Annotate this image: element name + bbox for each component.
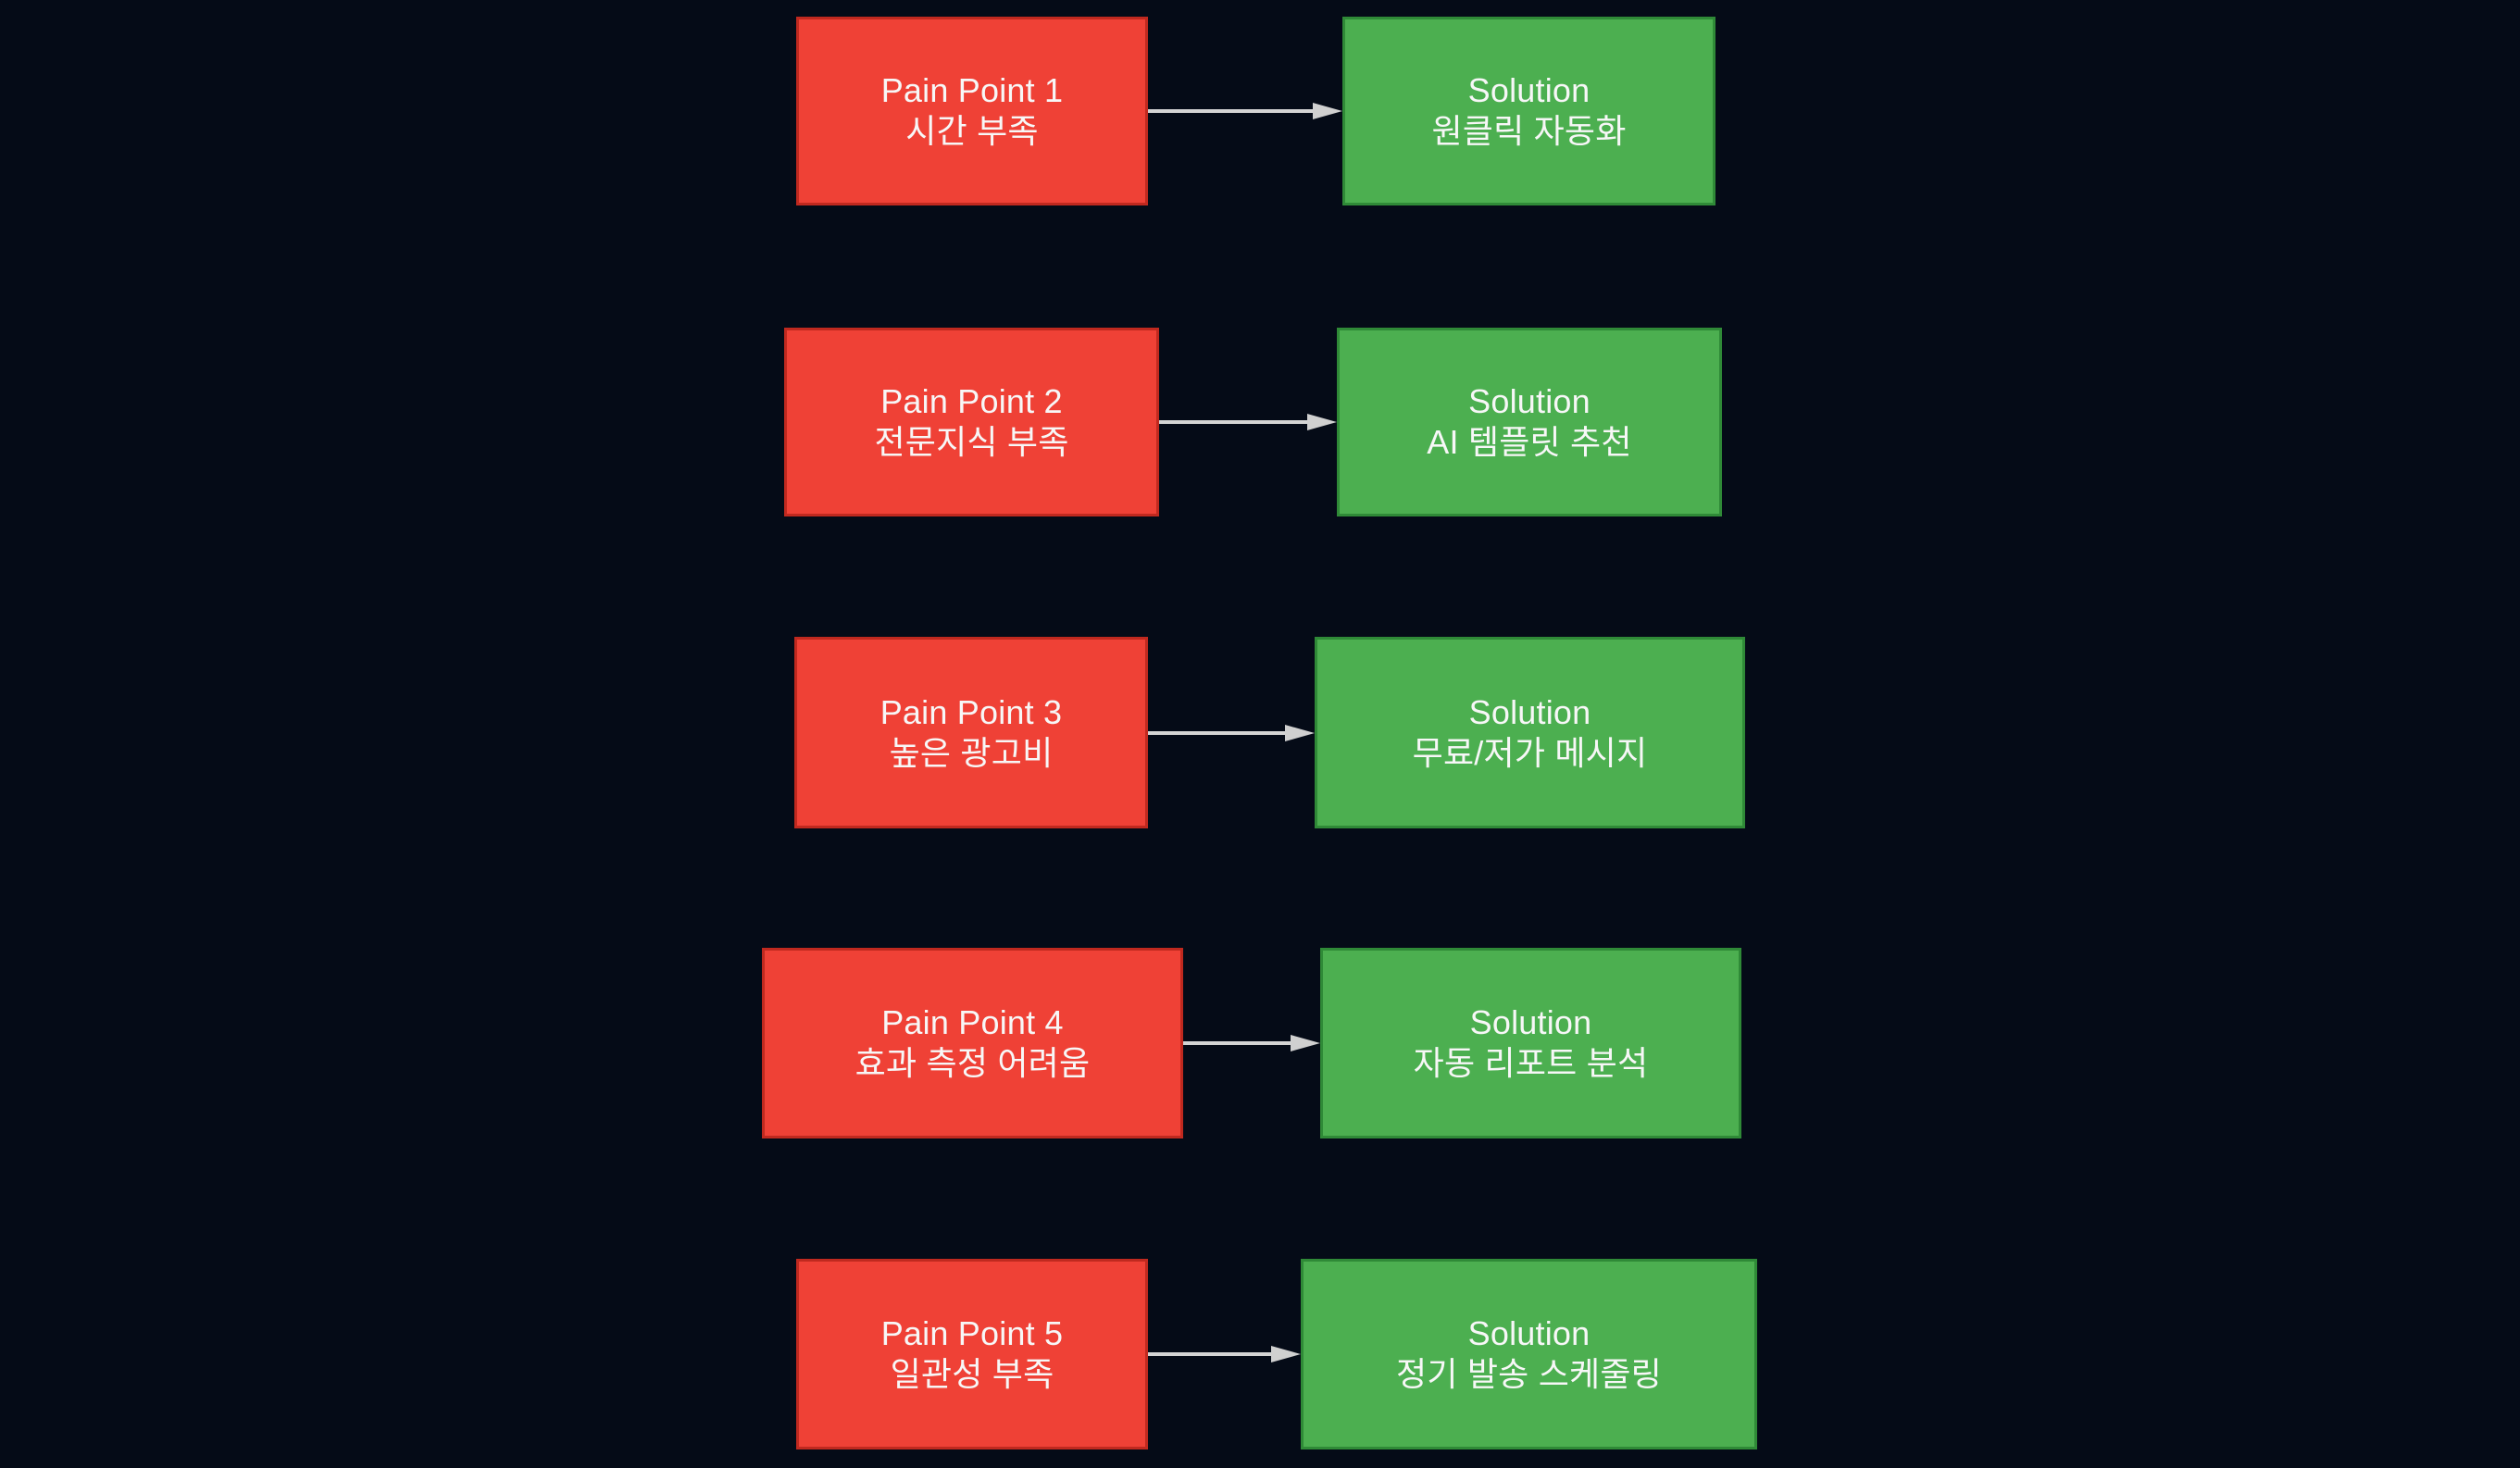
pain-point-detail-4: 효과 측정 어려움 — [855, 1044, 1091, 1082]
solution-node-1[interactable]: Solution 원클릭 자동화 — [1342, 17, 1715, 205]
pain-point-title-1: Pain Point 1 — [880, 71, 1064, 110]
solution-node-3[interactable]: Solution 무료/저가 메시지 — [1315, 637, 1745, 828]
pain-point-detail-3: 높은 광고비 — [889, 733, 1054, 772]
pain-point-title-5: Pain Point 5 — [880, 1314, 1064, 1353]
solution-detail-5: 정기 발송 스케줄링 — [1396, 1355, 1662, 1393]
connector-arrow-5 — [1148, 1344, 1301, 1364]
diagram-row: Pain Point 2 전문지식 부족 Solution AI 템플릿 추천 — [0, 0, 2520, 516]
diagram-row: Pain Point 3 높은 광고비 Solution 무료/저가 메시지 — [0, 0, 2520, 828]
pain-point-node-5[interactable]: Pain Point 5 일관성 부족 — [796, 1259, 1148, 1449]
pain-point-title-2: Pain Point 2 — [880, 382, 1063, 421]
pain-point-node-1[interactable]: Pain Point 1 시간 부족 — [796, 17, 1148, 205]
pain-point-node-3[interactable]: Pain Point 3 높은 광고비 — [794, 637, 1148, 828]
solution-title-5: Solution — [1467, 1314, 1591, 1353]
solution-detail-3: 무료/저가 메시지 — [1412, 733, 1648, 772]
connector-arrow-2 — [1159, 412, 1337, 432]
diagram-row: Pain Point 4 효과 측정 어려움 Solution 자동 리포트 분… — [0, 0, 2520, 1138]
solution-node-2[interactable]: Solution AI 템플릿 추천 — [1337, 328, 1722, 516]
pain-point-node-4[interactable]: Pain Point 4 효과 측정 어려움 — [762, 948, 1183, 1138]
solution-title-3: Solution — [1468, 692, 1591, 731]
pain-point-title-4: Pain Point 4 — [881, 1003, 1064, 1042]
solution-title-2: Solution — [1468, 382, 1591, 421]
pain-point-node-2[interactable]: Pain Point 2 전문지식 부족 — [784, 328, 1159, 516]
connector-arrow-4 — [1183, 1033, 1320, 1053]
solution-detail-1: 원클릭 자동화 — [1431, 112, 1627, 150]
diagram-row: Pain Point 1 시간 부족 Solution 원클릭 자동화 — [0, 0, 2520, 222]
connector-arrow-3 — [1148, 723, 1315, 743]
solution-node-4[interactable]: Solution 자동 리포트 분석 — [1320, 948, 1741, 1138]
solution-detail-4: 자동 리포트 분석 — [1413, 1044, 1649, 1082]
connector-arrow-1 — [1148, 101, 1342, 121]
pain-point-detail-2: 전문지식 부족 — [874, 423, 1069, 461]
solution-detail-2: AI 템플릿 추천 — [1427, 423, 1632, 461]
pain-point-title-3: Pain Point 3 — [880, 692, 1063, 731]
solution-title-1: Solution — [1467, 71, 1591, 110]
solution-node-5[interactable]: Solution 정기 발송 스케줄링 — [1301, 1259, 1757, 1449]
solution-title-4: Solution — [1469, 1003, 1592, 1042]
pain-point-detail-1: 시간 부족 — [905, 112, 1039, 150]
pain-point-detail-5: 일관성 부족 — [890, 1355, 1054, 1393]
